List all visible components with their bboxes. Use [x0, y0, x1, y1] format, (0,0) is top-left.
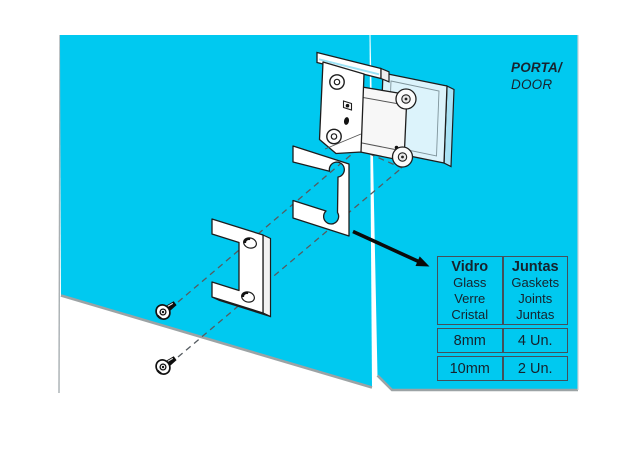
spec-table-row1-gaskets: 4 Un.	[502, 328, 568, 353]
hinge-clamp-bar	[316, 51, 390, 83]
glass-header-line: Vidro	[451, 258, 489, 275]
adjustment-nub-dot	[345, 103, 350, 108]
screw-head-rim-arc	[156, 314, 162, 320]
glass-header-line: Cristal	[451, 306, 489, 322]
wall-plate-hole-top-inner	[333, 78, 341, 86]
callout-arrow	[352, 229, 430, 267]
cover-plate-side-face	[262, 234, 272, 318]
door-label: PORTA/ DOOR	[511, 60, 562, 93]
glass-thickness-value: 10mm	[449, 360, 490, 377]
gaskets-header-line: Juntas	[516, 306, 555, 322]
arrow-shaft	[352, 229, 421, 264]
arrow-head	[415, 256, 430, 267]
panel-left-edge-line	[58, 34, 61, 394]
pivot-pin	[404, 97, 408, 101]
fixed-panel-bottom-shadow	[60, 294, 373, 389]
fixed-glass-surface	[60, 35, 372, 388]
wall-plate-detail-line	[324, 133, 362, 150]
door-label-pt: PORTA/	[511, 60, 562, 75]
clamp-cover-plate	[211, 218, 272, 318]
gasket-quantity-value: 4 Un.	[517, 332, 553, 349]
hinge-pivot-bottom	[391, 146, 414, 168]
clamp-bar-glass-slot	[318, 58, 380, 76]
glass-door-hinge	[316, 51, 455, 168]
gaskets-header-line: Gaskets	[511, 274, 560, 290]
fixed-glass-panel	[58, 34, 373, 394]
plate-slot-mark	[343, 117, 350, 125]
wall-plate-hole-bottom-inner	[330, 133, 338, 140]
screw-socket-center	[161, 310, 165, 314]
cover-plate-hole-top	[243, 237, 257, 249]
hinge-body-detail-bottom	[354, 141, 403, 152]
door-panel-bottom-shadow	[376, 374, 578, 392]
gasket-quantity-value: 2 Un.	[517, 360, 553, 377]
screw-top	[155, 301, 177, 320]
glass-thickness-value: 8mm	[453, 332, 486, 349]
screw-head-rim-arc	[156, 369, 162, 375]
spec-table-row1-glass: 8mm	[437, 328, 503, 353]
alignment-line-bottom	[177, 165, 405, 358]
spec-table-header-gaskets: Juntas Gaskets Joints Juntas	[502, 256, 568, 325]
rubber-gasket	[292, 145, 350, 237]
hole-shading-arc	[241, 291, 249, 298]
screw-bottom	[155, 356, 177, 375]
clamp-bar-end-cap	[380, 67, 390, 83]
spec-table-row2-gaskets: 2 Un.	[502, 356, 568, 381]
pivot-pin	[401, 155, 404, 159]
glass-header-line: Verre	[454, 290, 486, 306]
spec-table-header-glass: Vidro Glass Verre Cristal	[437, 256, 503, 325]
cover-plate-hole-bottom	[241, 291, 255, 303]
spec-table-row2-glass: 10mm	[437, 356, 503, 381]
spec-table: Vidro Glass Verre Cristal Juntas Gaskets…	[437, 256, 568, 381]
gasket-body	[292, 145, 350, 237]
alignment-line-top	[177, 153, 353, 303]
hinge-wall-plate	[318, 61, 365, 155]
hole-shading-arc	[243, 237, 251, 244]
countersunk-screws	[155, 301, 177, 375]
glass-header-line: Glass	[453, 274, 487, 290]
gaskets-header-line: Juntas	[511, 258, 559, 275]
hinge-pivot-top	[395, 88, 417, 110]
screw-socket-center	[161, 365, 165, 369]
gaskets-header-line: Joints	[518, 290, 553, 306]
door-label-en: DOOR	[511, 76, 553, 92]
